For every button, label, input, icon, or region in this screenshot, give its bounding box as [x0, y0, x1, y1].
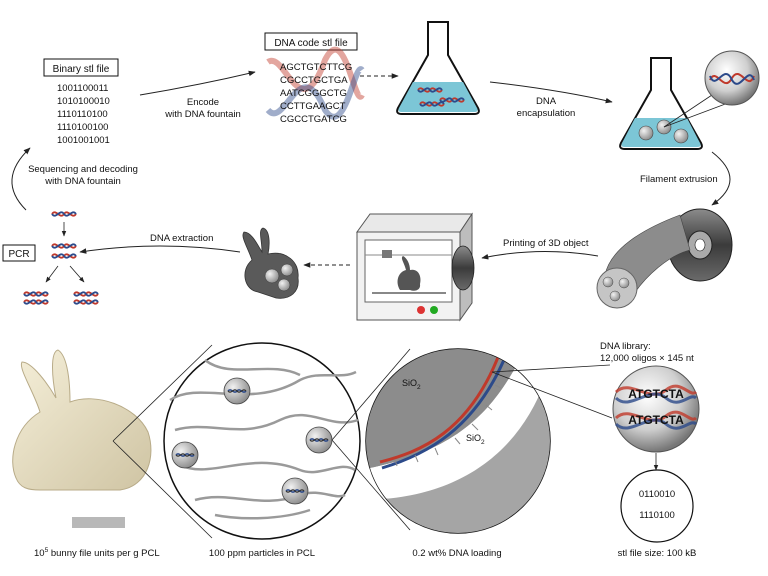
loading-caption: 0.2 wt% DNA loading	[412, 548, 501, 559]
extrusion-label: Filament extrusion	[640, 174, 718, 185]
binary-line-4: 1110100100	[57, 122, 108, 133]
printed-bunny	[12, 349, 152, 491]
scale-bar	[72, 517, 125, 528]
extraction-label: DNA extraction	[150, 233, 213, 244]
zoom-line-1b	[112, 440, 213, 539]
encode-label-1: Encode	[187, 97, 219, 108]
sio2-inner-label: SiO2	[466, 433, 485, 446]
binary-stl-box: Binary stl file	[43, 58, 119, 77]
bits-line-1: 0110010	[639, 489, 675, 500]
binary-line-3: 1110110100	[57, 109, 108, 120]
printing-arrow	[481, 250, 599, 260]
pcr-box: PCR	[2, 244, 36, 262]
pcr-title: PCR	[8, 249, 29, 260]
dna-code-strands	[265, 46, 365, 120]
printing-label: Printing of 3D object	[503, 238, 589, 249]
extrusion-arrow	[711, 151, 731, 206]
binary-line-5: 1001001001	[57, 135, 110, 146]
dna-line-1: AGCTGTCTTCG	[280, 62, 352, 73]
bits-line-2: 1110100	[639, 510, 675, 521]
binary-line-1: 1001100011	[57, 83, 108, 94]
dna-code-lines: AGCTGTCTTCG CGCCTGCTGA AATCGGGCTG CCTTGA…	[280, 62, 352, 125]
zoom-line-3a	[491, 364, 611, 373]
oligo-seq-2: ATGTCTA	[628, 413, 684, 427]
oligo-seq-1: ATGTCTA	[628, 387, 684, 401]
3d-printer	[356, 212, 475, 322]
pcr-amplification	[23, 211, 99, 305]
bunny-caption: 105 bunny file units per g PCL	[34, 547, 160, 559]
sequencing-label-1: Sequencing and decoding	[28, 164, 138, 175]
file-size-caption: stl file size: 100 kB	[618, 548, 697, 559]
zoom-line-3b	[491, 371, 613, 419]
library-label-1: DNA library:	[600, 341, 651, 352]
dna-line-3: AATCGGGCTG	[280, 88, 347, 99]
sequencing-arrow	[11, 147, 31, 211]
extraction-arrow	[79, 245, 241, 254]
binary-stl-title: Binary stl file	[53, 64, 110, 75]
encode-label-2: with DNA fountain	[164, 109, 241, 120]
filament-spool	[596, 208, 733, 309]
grey-bunny	[242, 227, 299, 299]
encapsulation-arrow	[489, 81, 613, 104]
silica-circle: SiO2 SiO2	[365, 348, 551, 534]
dna-code-box: DNA code stl file	[264, 32, 358, 51]
dna-line-4: CCTTGAAGCT	[280, 101, 346, 112]
zoom-line-2b	[331, 439, 411, 531]
encapsulation-label-2: encapsulation	[517, 108, 576, 119]
binary-lines: 1001100011 1010100010 1110110100 1110100…	[57, 83, 110, 146]
sequencing-label-2: with DNA fountain	[44, 176, 121, 187]
encapsulation-label-1: DNA	[536, 96, 557, 107]
dna-code-title: DNA code stl file	[274, 38, 348, 49]
binary-line-2: 1010100010	[57, 96, 110, 107]
dna-line-2: CGCCTGCTGA	[280, 75, 348, 86]
binary-circle: 0110010 1110100	[620, 469, 694, 543]
zoom-line-1a	[112, 344, 213, 442]
oligo-sphere: ATGTCTA ATGTCTA	[612, 365, 700, 453]
particles-caption: 100 ppm particles in PCL	[209, 548, 315, 559]
sio2-outer-label: SiO2	[402, 378, 421, 391]
flask-1	[396, 21, 480, 115]
particles-circle	[163, 342, 361, 540]
flask-2	[619, 50, 760, 150]
dna-line-5: CGCCTGATCG	[280, 114, 347, 125]
library-label-2: 12,000 oligos × 145 nt	[600, 353, 694, 364]
zoom-line-2a	[331, 348, 411, 441]
encode-arrow	[139, 70, 256, 96]
